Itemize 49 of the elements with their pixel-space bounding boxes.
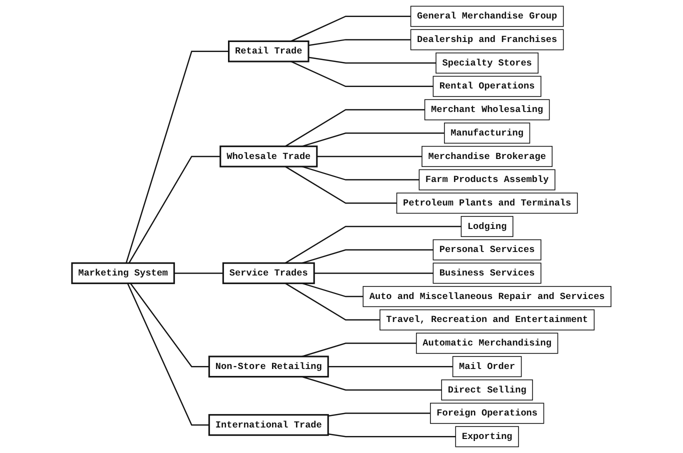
node-box: Merchant Wholesaling [424, 99, 550, 120]
connector [290, 16, 411, 42]
node-box: Wholesale Trade [220, 146, 318, 168]
node-box: Travel, Recreation and Entertainment [380, 309, 595, 330]
connector [308, 39, 411, 46]
node-box: General Merchandise Group [410, 6, 564, 27]
node-box: Marketing System [71, 262, 175, 284]
connector [285, 166, 397, 204]
node-box: Service Trades [222, 262, 315, 284]
node-box: Retail Trade [228, 40, 310, 62]
connector [316, 156, 422, 158]
connector [302, 342, 416, 358]
connector [127, 283, 210, 426]
node-box: Lodging [460, 216, 514, 237]
connector [285, 109, 425, 147]
node-box: Personal Services [432, 239, 542, 260]
node-box: Exporting [455, 426, 519, 448]
connector [302, 132, 444, 147]
connector [302, 249, 434, 264]
connector [308, 56, 436, 64]
connector [128, 156, 220, 264]
connector [302, 166, 420, 180]
connector [328, 433, 456, 438]
node-box: International Trade [208, 414, 329, 436]
connector [314, 272, 434, 274]
node-box: Auto and Miscellaneous Repair and Services [362, 286, 612, 308]
node-box: Automatic Merchandising [416, 332, 558, 354]
connector [302, 376, 442, 391]
connector [285, 226, 462, 264]
node-box: Rental Operations [432, 76, 542, 97]
node-box: Direct Selling [441, 379, 533, 400]
connector [174, 272, 224, 274]
node-box: Foreign Operations [430, 402, 544, 424]
node-box: Petroleum Plants and Terminals [396, 192, 578, 214]
connector [328, 412, 430, 417]
node-box: Manufacturing [444, 122, 530, 144]
connector [290, 60, 434, 88]
node-box: Mail Order [452, 356, 522, 378]
node-box: Farm Products Assembly [418, 169, 556, 190]
connector [328, 366, 453, 368]
connector [126, 50, 229, 264]
connector [130, 282, 210, 368]
node-box: Non-Store Retailing [208, 356, 329, 378]
node-box: Merchandise Brokerage [422, 146, 553, 167]
connector [285, 282, 380, 321]
node-box: Dealership and Franchises [410, 29, 564, 50]
node-box: Business Services [432, 262, 542, 284]
node-box: Specialty Stores [436, 52, 539, 74]
connector [302, 282, 364, 298]
